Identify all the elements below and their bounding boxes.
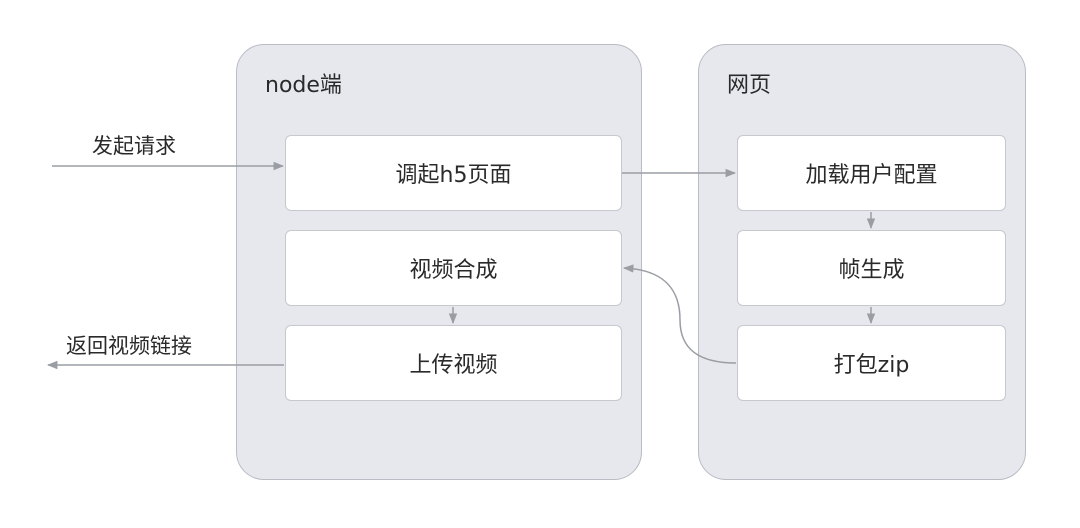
step-compose-video: 视频合成 (285, 230, 622, 306)
step-invoke-h5: 调起h5页面 (285, 135, 622, 211)
node-panel-title: node端 (265, 73, 342, 98)
step-zip-pack: 打包zip (737, 325, 1006, 401)
step-frame-gen: 帧生成 (737, 230, 1006, 306)
request-label: 发起请求 (92, 134, 176, 158)
step-upload-video: 上传视频 (285, 325, 622, 401)
return-link-label: 返回视频链接 (66, 334, 192, 358)
web-panel-title: 网页 (727, 73, 772, 98)
step-load-config: 加载用户配置 (737, 135, 1006, 211)
